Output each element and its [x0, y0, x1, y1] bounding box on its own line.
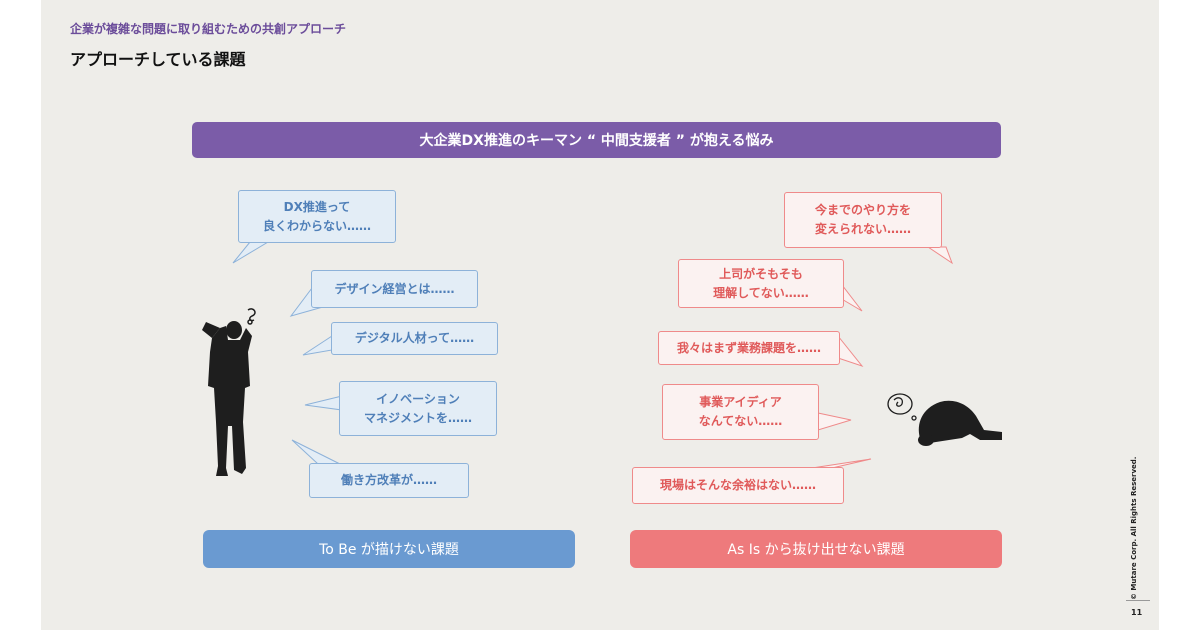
banner: 大企業DX推進のキーマン “ 中間支援者 ” が抱える悩み	[192, 122, 1001, 158]
bubble-line: 事業アイディア	[699, 395, 782, 410]
copyright-notice: © Mutare Corp. All Rights Reserved.	[1130, 456, 1138, 600]
bubble-line: 現場はそんな余裕はない……	[659, 478, 816, 493]
concern-bubble-field: 現場はそんな余裕はない……	[632, 467, 844, 504]
concern-bubble-idea: 事業アイディアなんてない……	[662, 384, 819, 440]
bubble-line: イノベーション	[376, 391, 460, 406]
slide-eyebrow: 企業が複雑な問題に取り組むための共創アプローチ	[70, 22, 347, 36]
bubble-line: デザイン経営とは……	[334, 281, 455, 296]
to-be-problem-label: To Be が描けない課題	[203, 530, 575, 568]
bubble-line: 上司がそもそも	[719, 266, 803, 281]
bubble-line: 理解してない……	[713, 285, 809, 300]
slide-title: アプローチしている課題	[70, 50, 246, 69]
concern-bubble-business: 我々はまず業務課題を……	[658, 331, 840, 365]
concern-bubble-boss: 上司がそもそも理解してない……	[678, 259, 844, 308]
concern-bubble-workstyle: 働き方改革が……	[309, 463, 469, 498]
concern-bubble-digital: デジタル人材って……	[331, 322, 498, 355]
bubble-line: デジタル人材って……	[354, 331, 475, 346]
bubble-line: なんてない……	[698, 414, 783, 428]
bubble-line: 今までのやり方を	[814, 203, 911, 218]
bubble-line: 我々はまず業務課題を……	[676, 340, 821, 355]
bubble-line: 変えられない……	[814, 222, 911, 236]
concern-bubble-design: デザイン経営とは……	[311, 270, 478, 308]
dejected-person-silhouette	[887, 393, 1002, 446]
concern-bubble-change: 今までのやり方を変えられない……	[784, 192, 942, 248]
bubble-line: 働き方改革が……	[340, 473, 437, 488]
page-number: 11	[1131, 608, 1143, 617]
slide-background	[41, 0, 1159, 630]
concern-bubble-dx: DX推進って良くわからない……	[238, 190, 396, 243]
bubble-line: 良くわからない……	[262, 218, 371, 233]
confused-person-silhouette	[202, 308, 256, 476]
bubble-line: DX推進って	[283, 199, 351, 214]
as-is-problem-label: As Is から抜け出せない課題	[630, 530, 1002, 568]
bubble-line: マネジメントを……	[363, 410, 472, 425]
concern-bubble-innovation: イノベーションマネジメントを……	[339, 381, 497, 436]
page-divider	[1126, 600, 1150, 601]
